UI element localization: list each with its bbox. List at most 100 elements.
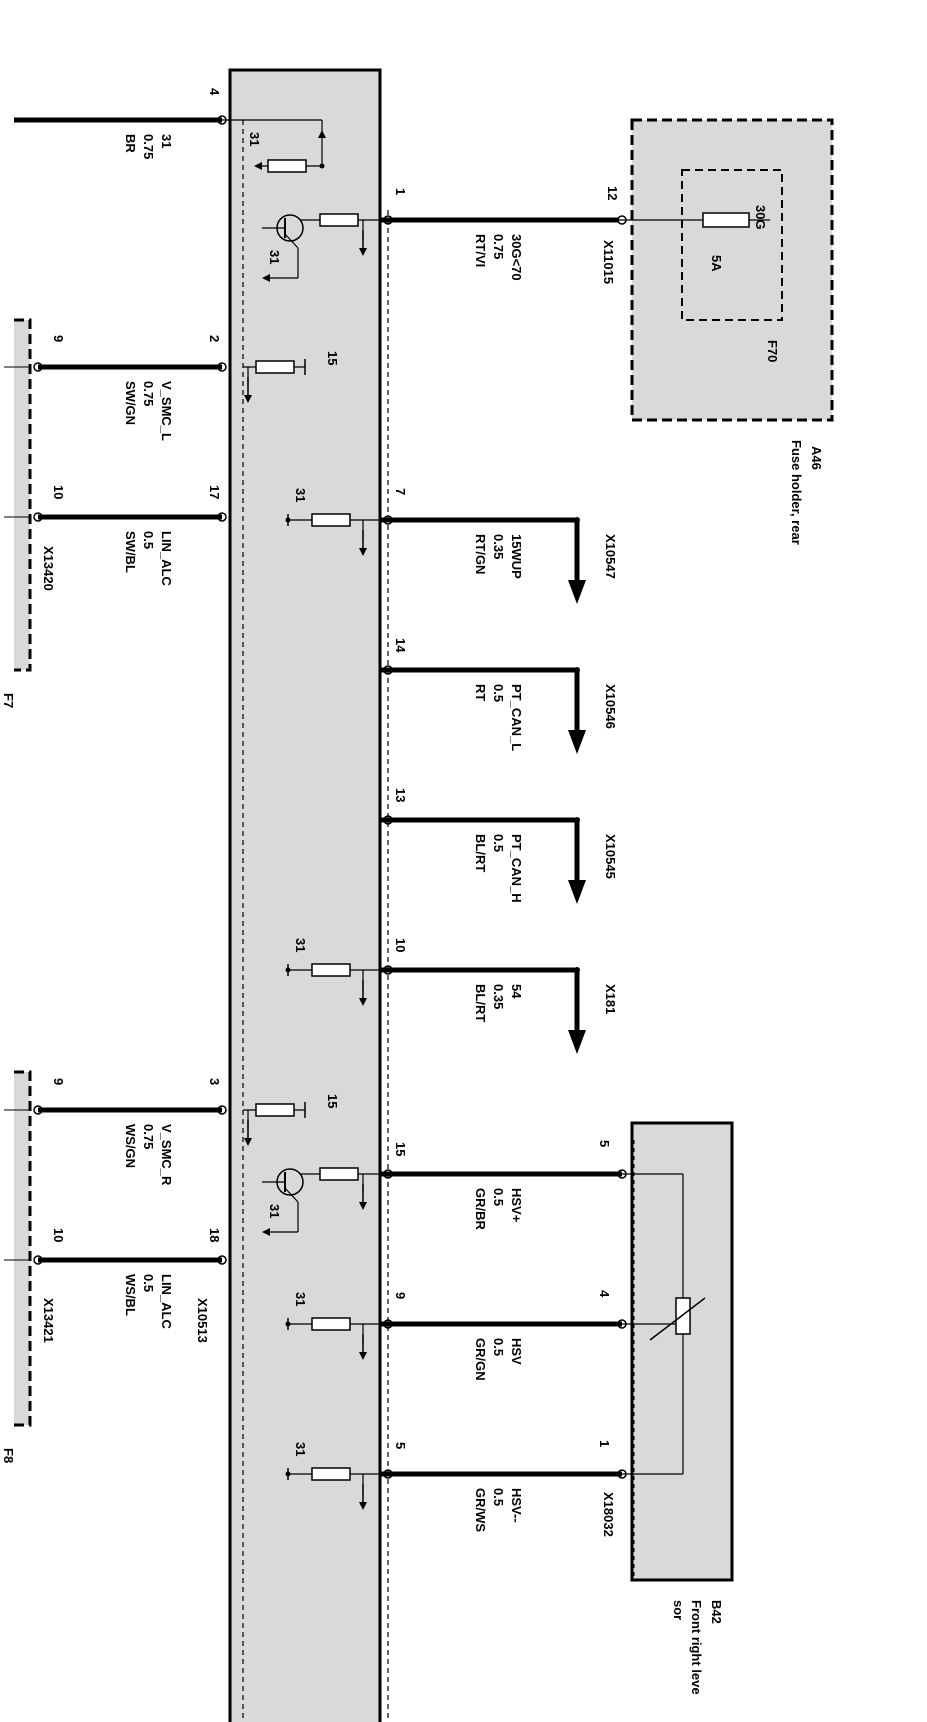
wire-dest: X10547 — [603, 534, 618, 579]
ground-label: 31 — [293, 938, 308, 952]
internal-line — [284, 233, 299, 249]
arrow-down-icon — [568, 1030, 586, 1054]
wire-signal: HSV-- — [509, 1488, 524, 1523]
pin-cu: 7 — [393, 488, 408, 495]
wire-color: GR/GN — [473, 1338, 488, 1381]
b42-pin-hsv-minus: 1 — [597, 1440, 612, 1447]
wire-signal: LIN_ALC — [159, 1274, 174, 1330]
wire-gauge: 0.75 — [141, 381, 156, 406]
pulldown-network: 31 — [285, 938, 388, 1006]
ground-arrow-icon — [254, 162, 262, 170]
pin-ext: 10 — [51, 1228, 66, 1242]
pulldown-network: 31 — [285, 1442, 388, 1510]
ground-label: 31 — [293, 488, 308, 502]
pulldown-network: 31 — [285, 488, 388, 556]
pin-cu: 10 — [393, 938, 408, 952]
pin-ext: 10 — [51, 485, 66, 499]
ground-label: 31 — [267, 250, 282, 264]
f8-name: F8 — [1, 1448, 16, 1463]
b42-desc-line1: Front right leve — [689, 1600, 704, 1695]
pin-cu: 9 — [393, 1292, 408, 1299]
pin-terminal — [217, 1105, 227, 1115]
fuse-rating: 5A — [709, 255, 724, 272]
pin-terminal — [217, 1255, 227, 1265]
wire-color: RT — [473, 684, 488, 701]
a46-desc: Fuse holder, rear — [789, 440, 804, 545]
b42-name: B42 — [709, 1600, 724, 1624]
b42-desc-line2: sor — [671, 1600, 686, 1620]
pin-cu: 2 — [207, 335, 222, 342]
pin-ext: 9 — [51, 1078, 66, 1085]
wire-gauge: 0.75 — [141, 1124, 156, 1149]
x10513-label: X10513 — [195, 1298, 210, 1343]
wire-signal: HSV+ — [509, 1188, 524, 1223]
x13421-label: X13421 — [41, 1298, 56, 1343]
resistor-icon — [255, 1103, 295, 1117]
pin-cu: 3 — [207, 1078, 222, 1085]
ground-label: 31 — [247, 132, 262, 146]
pin-terminal — [383, 665, 393, 675]
a46-name: A46 — [809, 446, 824, 470]
wire-signal: 30G<70 — [509, 234, 524, 281]
pin-cu: 13 — [393, 788, 408, 802]
arrow-down-icon — [568, 880, 586, 904]
wire-gauge: 0.5 — [491, 1188, 506, 1206]
pin-terminal — [617, 1469, 627, 1479]
module-f7 — [14, 318, 32, 672]
b42-pin-hsv: 4 — [597, 1290, 612, 1298]
wire-color: RT/VI — [473, 234, 488, 267]
pin-terminal — [33, 362, 43, 372]
ground-arrow-icon — [359, 1202, 367, 1210]
resistor-icon — [319, 1167, 359, 1181]
pin-terminal — [383, 815, 393, 825]
wire-gauge: 0.5 — [491, 684, 506, 702]
f7-name: F7 — [1, 693, 16, 708]
pin-terminal — [33, 1255, 43, 1265]
wire-color: WS/GN — [123, 1124, 138, 1168]
pin-ext: 9 — [51, 335, 66, 342]
wire-signal: 15WUP — [509, 534, 524, 579]
pin-terminal — [617, 1319, 627, 1329]
a46-connector: X11015 — [601, 240, 616, 284]
arrow-down-icon — [568, 580, 586, 604]
wire-color: BL/RT — [473, 984, 488, 1022]
wire-signal: LIN_ALC — [159, 531, 174, 587]
b42-pin-hsv-plus: 5 — [597, 1140, 612, 1147]
wire-signal: V_SMC_L — [159, 381, 174, 441]
wire-gauge: 0.5 — [141, 531, 156, 549]
resistor-icon — [311, 513, 351, 527]
wire-gauge: 0.5 — [141, 1274, 156, 1292]
pullup-network: 15 — [243, 1094, 340, 1146]
ground-label: 31 — [293, 1442, 308, 1456]
fuse-name: F70 — [765, 340, 780, 362]
resistor-icon — [255, 360, 295, 374]
resistor-icon — [267, 159, 307, 173]
junction-node — [319, 163, 325, 169]
resistor-icon — [311, 1317, 351, 1331]
pin-cu: 15 — [393, 1142, 408, 1156]
ground-arrow-icon — [359, 998, 367, 1006]
fuse-terminal: 30G — [753, 205, 768, 230]
resistor-icon — [311, 963, 351, 977]
wire-gauge: 0.35 — [491, 534, 506, 559]
ground-arrow-icon — [262, 1228, 270, 1236]
wire-color: GR/BR — [473, 1188, 488, 1231]
a46-pin: 12 — [605, 186, 620, 200]
wire-signal: V_SMC_R — [159, 1124, 174, 1186]
wire-dest: X181 — [603, 984, 618, 1014]
pin-cu: 18 — [207, 1228, 222, 1242]
wire-gauge: 0.75 — [491, 234, 506, 259]
wire-dest: X10545 — [603, 834, 618, 879]
wire-signal: 31 — [159, 134, 174, 148]
wire-color: SW/BL — [123, 531, 138, 573]
arrow-down-icon — [568, 730, 586, 754]
